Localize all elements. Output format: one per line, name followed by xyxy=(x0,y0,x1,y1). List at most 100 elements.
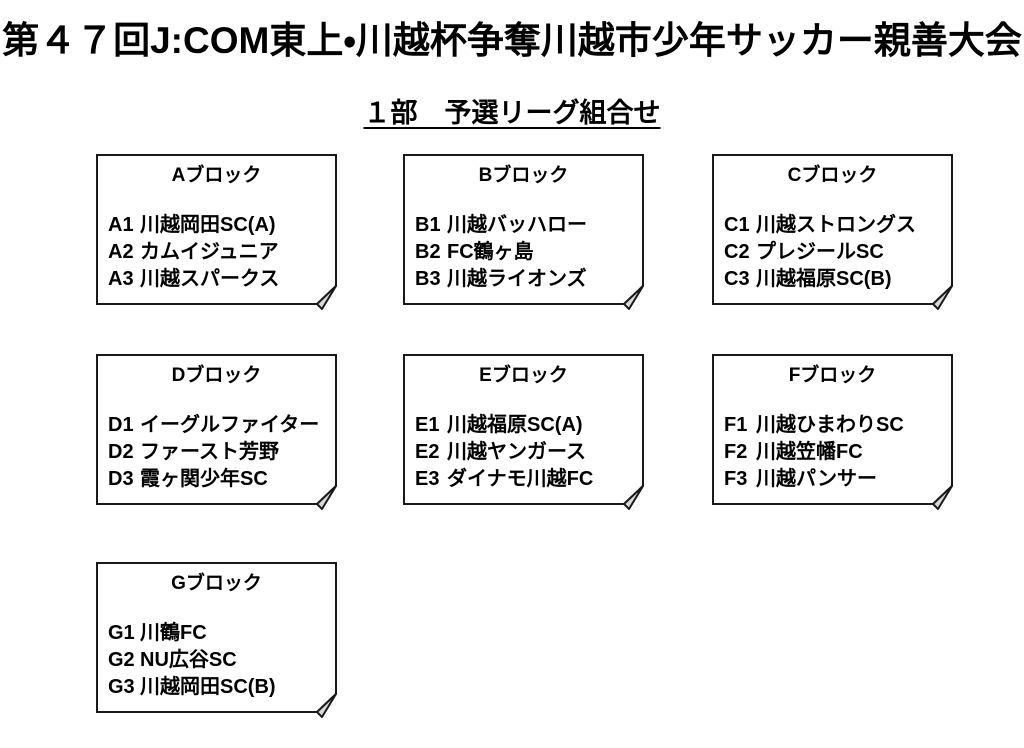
block-card-a: Aブロック A1 川越岡田SC(A) A2 カムイジュニア A3 川越スパークス xyxy=(96,154,337,310)
team-id: G2 xyxy=(108,649,135,671)
team-list: C1 川越ストロングス C2 プレジールSC C3 川越福原SC(B) xyxy=(712,212,953,293)
folded-note-icon xyxy=(96,354,337,510)
folded-corner-icon xyxy=(623,485,644,510)
team-id: F3 xyxy=(724,468,748,490)
team-row: F2 川越笠幡FC xyxy=(724,439,953,466)
block-header: Fブロック xyxy=(788,365,877,386)
block-card-b: Bブロック B1 川越バッハロー B2 FC鶴ヶ島 B3 川越ライオンズ xyxy=(403,154,644,310)
team-id: E1 xyxy=(415,414,440,436)
team-id: D2 xyxy=(108,441,134,463)
block-card-e: Eブロック E1 川越福原SC(A) E2 川越ヤンガース E3 ダイナモ川越FC xyxy=(403,354,644,510)
block-header: Cブロック xyxy=(787,165,878,186)
team-id: G3 xyxy=(108,676,135,698)
team-row: C3 川越福原SC(B) xyxy=(724,266,953,293)
team-row: C2 プレジールSC xyxy=(724,239,953,266)
folded-corner-icon xyxy=(623,285,644,310)
folded-corner-icon xyxy=(932,485,953,510)
team-id: F1 xyxy=(724,414,748,436)
team-id: D3 xyxy=(108,468,134,490)
folded-note-icon xyxy=(712,354,953,510)
block-header: Bブロック xyxy=(478,165,569,186)
team-row: D3 霞ヶ関少年SC xyxy=(108,466,337,493)
block-header: Aブロック xyxy=(171,165,262,186)
team-id: G1 xyxy=(108,622,135,644)
team-name: イーグルファイター xyxy=(140,414,320,436)
folded-note-icon xyxy=(403,354,644,510)
team-row: F3 川越パンサー xyxy=(724,466,953,493)
team-name: 川越岡田SC(B) xyxy=(140,676,276,698)
block-header: Gブロック xyxy=(171,573,262,594)
team-list: E1 川越福原SC(A) E2 川越ヤンガース E3 ダイナモ川越FC xyxy=(403,412,644,493)
team-name: カムイジュニア xyxy=(140,241,279,263)
team-row: B3 川越ライオンズ xyxy=(415,266,644,293)
folded-corner-icon xyxy=(316,485,337,510)
team-name: ダイナモ川越FC xyxy=(447,468,594,490)
block-header: Dブロック xyxy=(171,365,262,386)
team-name: 霞ヶ関少年SC xyxy=(140,468,268,490)
team-name: 川越岡田SC(A) xyxy=(140,214,276,236)
team-name: 川越ヤンガース xyxy=(447,441,586,463)
team-name: プレジールSC xyxy=(756,241,884,263)
team-id: B1 xyxy=(415,214,441,236)
team-name: 川越バッハロー xyxy=(447,214,587,236)
block-card-c: Cブロック C1 川越ストロングス C2 プレジールSC C3 川越福原SC(B) xyxy=(712,154,953,310)
team-id: E2 xyxy=(415,441,440,463)
team-id: C1 xyxy=(724,214,750,236)
folded-corner-icon xyxy=(932,285,953,310)
team-name: 川鶴FC xyxy=(140,622,207,644)
block-card-f: Fブロック F1 川越ひまわりSC F2 川越笠幡FC F3 川越パンサー xyxy=(712,354,953,510)
team-id: B3 xyxy=(415,268,441,290)
team-row: C1 川越ストロングス xyxy=(724,212,953,239)
block-card-d: Dブロック D1 イーグルファイター D2 ファースト芳野 D3 霞ヶ関少年SC xyxy=(96,354,337,510)
team-name: 川越ひまわりSC xyxy=(756,414,904,436)
team-name: FC鶴ヶ島 xyxy=(447,241,534,263)
team-name: 川越ライオンズ xyxy=(447,268,587,290)
team-name: 川越スパークス xyxy=(140,268,280,290)
team-row: E2 川越ヤンガース xyxy=(415,439,644,466)
team-row: D1 イーグルファイター xyxy=(108,412,337,439)
team-id: C3 xyxy=(724,268,750,290)
folded-note-icon xyxy=(96,562,337,718)
team-name: 川越笠幡FC xyxy=(756,441,863,463)
team-name: 川越パンサー xyxy=(756,468,877,490)
team-row: B1 川越バッハロー xyxy=(415,212,644,239)
team-row: F1 川越ひまわりSC xyxy=(724,412,953,439)
team-id: F2 xyxy=(724,441,748,463)
team-list: A1 川越岡田SC(A) A2 カムイジュニア A3 川越スパークス xyxy=(96,212,337,293)
team-id: E3 xyxy=(415,468,440,490)
folded-note-icon xyxy=(712,154,953,310)
folded-corner-icon xyxy=(316,285,337,310)
team-id: C2 xyxy=(724,241,750,263)
page-subtitle-text: １部 予選リーグ組合せ xyxy=(363,98,661,128)
team-name: 川越ストロングス xyxy=(756,214,916,236)
team-name: 川越福原SC(B) xyxy=(756,268,892,290)
team-id: A1 xyxy=(108,214,134,236)
team-list: B1 川越バッハロー B2 FC鶴ヶ島 B3 川越ライオンズ xyxy=(403,212,644,293)
page-title: 第４７回J:COM東上・川越杯争奪川越市少年サッカー親善大会 xyxy=(2,20,1022,61)
team-row: E1 川越福原SC(A) xyxy=(415,412,644,439)
team-name: NU広谷SC xyxy=(140,649,237,671)
page-subtitle: １部 予選リーグ組合せ xyxy=(0,97,1024,129)
block-header: Eブロック xyxy=(479,365,568,386)
team-id: D1 xyxy=(108,414,134,436)
team-list: D1 イーグルファイター D2 ファースト芳野 D3 霞ヶ関少年SC xyxy=(96,412,337,493)
team-id: A3 xyxy=(108,268,134,290)
team-id: A2 xyxy=(108,241,134,263)
folded-note-icon xyxy=(403,154,644,310)
team-row: D2 ファースト芳野 xyxy=(108,439,337,466)
folded-corner-icon xyxy=(316,693,337,718)
team-row: A3 川越スパークス xyxy=(108,266,337,293)
team-row: E3 ダイナモ川越FC xyxy=(415,466,644,493)
team-row: A2 カムイジュニア xyxy=(108,239,337,266)
folded-note-icon xyxy=(96,154,337,310)
team-list: F1 川越ひまわりSC F2 川越笠幡FC F3 川越パンサー xyxy=(712,412,953,493)
team-name: 川越福原SC(A) xyxy=(447,414,583,436)
team-id: B2 xyxy=(415,241,441,263)
team-name: ファースト芳野 xyxy=(140,441,279,463)
